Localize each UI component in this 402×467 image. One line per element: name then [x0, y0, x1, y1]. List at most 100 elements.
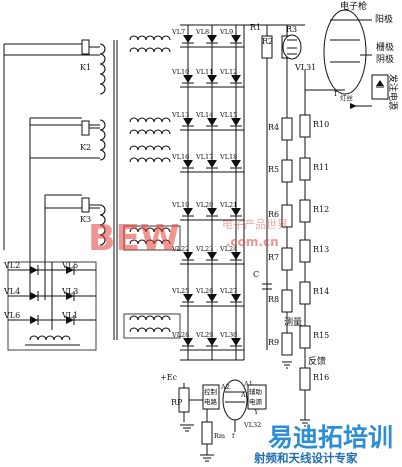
- diode-label-vl16: VL16: [171, 153, 189, 161]
- diode-vl28: VL28: [171, 331, 194, 347]
- a1-label: A1: [243, 380, 253, 388]
- watermark: BEW 电子产品世界 .com.cn: [88, 217, 288, 259]
- resistor-label-r6: R6: [268, 210, 279, 219]
- aux-supply-line1: 辅助: [249, 387, 263, 396]
- diode-label-vl23: VL23: [195, 245, 213, 253]
- diode-label-vl27: VL27: [219, 287, 237, 295]
- resistor-label-r7: R7: [268, 253, 279, 262]
- aux-supply-line2: 电源: [249, 397, 263, 406]
- diode-vl14: VL14: [195, 111, 218, 127]
- diode-vl12: VL12: [219, 68, 242, 84]
- diode-vl20: VL20: [195, 201, 218, 217]
- a3-label: A3: [240, 391, 250, 399]
- watermark-cn: 电子产品世界: [222, 217, 288, 231]
- resistor-label-r9: R9: [268, 338, 279, 347]
- watermark-url: .com.cn: [226, 235, 279, 249]
- diode-label-vl30: VL30: [219, 331, 237, 339]
- diode-label-vl21: VL21: [219, 201, 237, 209]
- diode-vl18: VL18: [219, 153, 242, 169]
- diode-vl29: VL29: [195, 331, 218, 347]
- tube-bottom-label: VL32: [243, 421, 261, 429]
- capacitor-c-label: C: [253, 270, 259, 279]
- bridge-rectifier: VL2 VL4 VL6 VL5 VL3 VL1: [3, 261, 97, 351]
- resistor-label-r14: R14: [313, 287, 329, 296]
- diode-vl9: VL9: [219, 28, 242, 44]
- capacitor-c: C: [253, 270, 272, 290]
- resistor-r9: R9: [268, 332, 293, 356]
- diode-label-vl19: VL19: [171, 201, 189, 209]
- cathode-label: 阴极: [376, 53, 394, 65]
- resistor-label-r13: R13: [313, 245, 329, 254]
- resistor-r14: R14: [299, 281, 329, 305]
- electron-gun: 电子枪 阳极 栅极 阴极 f 灯丝 发注电源: [305, 0, 399, 110]
- relay-k1-label: K1: [80, 63, 91, 72]
- resistor-label-r4: R4: [268, 123, 279, 132]
- diode-vl24: VL24: [219, 245, 242, 261]
- diode-label-vl28: VL28: [171, 331, 189, 339]
- rectifier-diode-vl3: VL3: [61, 287, 78, 301]
- grid-label: 栅极: [376, 41, 394, 53]
- diode-vl30: VL30: [219, 331, 242, 347]
- measure-label: 测量: [284, 317, 302, 328]
- diode-vl10: VL10: [171, 68, 194, 84]
- filament-f-label: f: [334, 89, 338, 98]
- input-lines: [3, 43, 100, 300]
- r1-label: R1: [250, 23, 261, 32]
- diode-vl16: VL16: [171, 153, 194, 169]
- diode-label-vl24: VL24: [219, 245, 237, 253]
- r2-label: R2: [262, 37, 273, 46]
- relay-k3-label: K3: [80, 215, 91, 224]
- resistor-r5: R5: [268, 159, 293, 183]
- site-logo: 易迪拓培训 射频和天线设计专家: [253, 423, 393, 465]
- anode-label: 阳极: [375, 13, 393, 25]
- r3-label: R3: [286, 25, 297, 34]
- tube-f-label: f: [232, 432, 235, 440]
- a2-label: A2: [220, 383, 230, 391]
- diode-label-vl8: VL8: [195, 28, 209, 36]
- rectifier-diode-vl4: VL4: [3, 287, 39, 301]
- resistor-r10: R10: [299, 114, 329, 138]
- resistor-label-r8: R8: [268, 295, 279, 304]
- resistor-r13: R13: [299, 239, 329, 263]
- feedback-label: 反馈: [308, 355, 326, 367]
- diode-vl26: VL26: [195, 287, 218, 303]
- diode-label-vl10: VL10: [171, 68, 189, 76]
- ctrl-circuit-line2: 电路: [204, 397, 218, 406]
- rectifier-diode-vl1: VL1: [61, 311, 78, 325]
- transformer-secondaries: [123, 35, 181, 339]
- resistor-r11: R11: [299, 157, 329, 181]
- rectifier-label-vl5: VL5: [61, 261, 78, 270]
- diode-vl21: VL21: [219, 201, 242, 217]
- tube-vl31-label: VL31: [294, 63, 316, 72]
- relay-k1: K1: [80, 39, 100, 72]
- resistor-r12: R12: [299, 199, 329, 223]
- rectifier-diode-vl5: VL5: [61, 261, 78, 275]
- resistor-label-r15: R15: [313, 331, 329, 340]
- diode-vl13: VL13: [171, 111, 194, 127]
- rectifier-diode-vl6: VL6: [3, 311, 39, 325]
- diode-vl19: VL19: [171, 201, 194, 217]
- electron-gun-label: 电子枪: [340, 0, 367, 12]
- diode-label-vl15: VL15: [219, 111, 237, 119]
- resistor-label-r10: R10: [313, 120, 329, 129]
- diode-label-vl29: VL29: [195, 331, 213, 339]
- relay-k3: K3: [80, 197, 100, 224]
- diode-vl7: VL7: [171, 28, 194, 44]
- diode-vl11: VL11: [195, 68, 218, 84]
- rp-label: RP: [171, 398, 183, 407]
- supply-ec-label: +Ec: [160, 373, 178, 382]
- resistor-label-r5: R5: [268, 165, 279, 174]
- resistor-r16: R16: [299, 367, 329, 391]
- relay-k2: K2: [80, 120, 100, 152]
- bottom-control: +Ec RP 控制 电路 A2 A1 A3 辅助 电源 Y VL32 f Rm: [160, 373, 267, 455]
- diode-label-vl22: VL22: [171, 245, 189, 253]
- ground-symbols: [180, 361, 310, 462]
- diode-vl25: VL25: [171, 287, 194, 303]
- diode-vl27: VL27: [219, 287, 242, 303]
- resistor-r15: R15: [299, 325, 329, 349]
- diode-label-vl25: VL25: [171, 287, 189, 295]
- resistor-r8: R8: [268, 289, 293, 313]
- diode-vl15: VL15: [219, 111, 242, 127]
